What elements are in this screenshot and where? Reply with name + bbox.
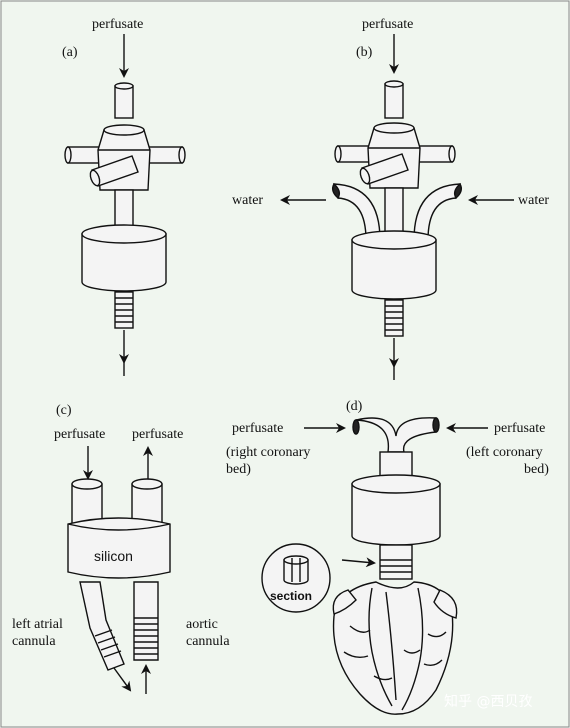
panel-a-cylinder (81, 233, 167, 292)
panel-b-right-tube (415, 145, 453, 163)
panel-b-coil (384, 299, 404, 337)
panel-d-right-sub-line2: bed) (524, 462, 549, 477)
panel-d: (d) perfusate (right coronary bed) perfu… (226, 399, 549, 715)
panel-c: (c) perfusate perfusate silicon (12, 403, 230, 694)
panel-b-right-water-tube (413, 183, 461, 241)
panel-c-aortic-label-line1: aortic (186, 617, 218, 632)
panel-c-atrial-label-line2: cannula (12, 634, 56, 649)
panel-a-stem (114, 189, 134, 229)
panel-d-heart (332, 581, 458, 715)
panel-c-atrial-label-line1: left atrial (12, 617, 63, 632)
panel-d-section-pointer (341, 557, 376, 568)
panel-c-silicon-block (67, 517, 171, 579)
panel-b-label: (b) (356, 45, 373, 60)
panel-c-aortic-label-line2: cannula (186, 634, 230, 649)
panel-b: (b) perfusate water water (232, 17, 549, 380)
panel-c-perfusate-in-label: perfusate (54, 427, 105, 442)
panel-b-water-left-label: water (232, 193, 263, 208)
panel-d-left-sub-line2: bed) (226, 462, 251, 477)
panel-b-perfusate-label: perfusate (362, 17, 413, 32)
panel-a-label: (a) (62, 45, 78, 60)
panel-d-left-perfusate-label: perfusate (232, 421, 283, 436)
panel-a: (a) perfusate (62, 17, 186, 376)
panel-d-label: (d) (346, 399, 363, 414)
panel-c-label: (c) (56, 403, 72, 418)
panel-a-perfusate-label: perfusate (92, 17, 143, 32)
panel-b-left-tube (337, 145, 373, 163)
panel-c-inlet-tube (71, 483, 103, 525)
panel-a-right-tube (145, 146, 183, 164)
panel-c-atrial-arrow (113, 667, 132, 692)
panel-c-outlet-tube (131, 483, 163, 525)
panel-a-coil (114, 291, 134, 329)
panel-d-left-sub-line1: (right coronary (226, 445, 310, 460)
panel-b-cylinder (351, 239, 437, 300)
panel-d-right-sub-line1: (left coronary (466, 445, 543, 460)
panel-d-section-icon (283, 559, 309, 585)
watermark-text: 知乎 @西贝孜 (444, 693, 532, 710)
panel-a-left-tube (67, 146, 103, 164)
panel-d-section-label: section (270, 589, 312, 603)
panel-b-stem (384, 187, 404, 237)
panel-c-silicon-label: silicon (94, 548, 133, 564)
panel-c-perfusate-out-label: perfusate (132, 427, 183, 442)
panel-d-y-connector (355, 417, 437, 453)
panel-c-left-atrial-cannula (79, 581, 125, 671)
panel-c-aortic-cannula (133, 581, 159, 661)
panel-b-top-tube (384, 83, 404, 119)
panel-d-right-perfusate-label: perfusate (494, 421, 545, 436)
panel-d-neck-tube (379, 544, 413, 580)
panel-b-water-right-label: water (518, 193, 549, 208)
panel-a-top-tube (114, 85, 134, 119)
